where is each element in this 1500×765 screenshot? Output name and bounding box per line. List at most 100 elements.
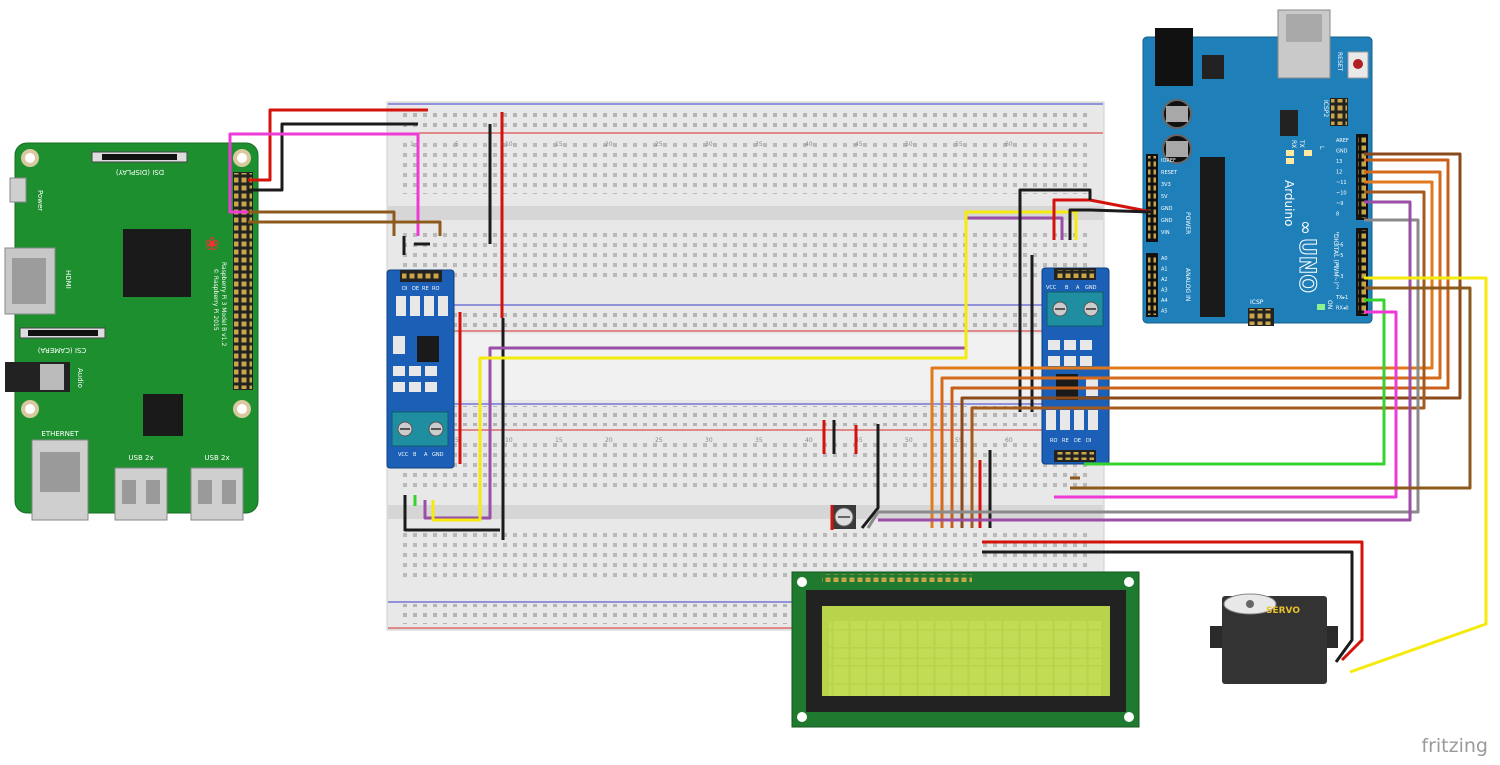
digital-pin-label: ~11 [1336,180,1347,186]
rs485-left-pin-a: A [424,452,428,458]
breadboard-column-number: 15 [555,141,563,148]
breadboard-terminal-top-b [403,228,1093,280]
analog-pin-label: A4 [1161,298,1168,304]
wire-pi-gpio [248,210,396,236]
hdmi-label: HDMI [64,270,72,289]
rs485-left-pin-di: DI [402,286,407,292]
servo-label: SERVO [1266,606,1300,616]
analog-title: ANALOG IN [1184,268,1191,301]
rs485-left-chip [417,336,439,362]
wire-pi-txd [228,132,420,236]
breadboard-lower-rail [388,403,1103,431]
breadboard-column-number: 35 [755,437,763,444]
breadboard-column-number: 35 [755,141,763,148]
arduino-model: UNO [1294,238,1319,293]
rs485-right-pin-di: DI [1086,438,1091,444]
power-pin-label: RESET [1161,170,1178,176]
lcd-16x2-module [791,571,1140,728]
breadboard-terminal-top-a [403,142,1093,194]
audio-label: Audio [76,368,84,388]
model-label: Raspberry Pi 3 Model B v1.2 [220,262,227,346]
wire-pi-rxd [248,220,442,236]
breadboard-column-number: 1 [410,141,414,148]
breadboard-column-number: 20 [605,141,613,148]
analog-pin-label: A2 [1161,277,1168,283]
analog-pin-label: A0 [1161,256,1168,262]
icsp2-label: ICSP2 [1322,100,1329,117]
breadboard-column-number: 25 [655,141,663,148]
digital-pin-label: ~10 [1336,191,1347,197]
digital-pin-label: RX◂0 [1336,306,1349,312]
camera-label: CSI (CAMERA) [37,346,86,354]
power-pin-label: GND [1161,206,1173,212]
digital-pin-label: ~6 [1336,243,1343,249]
rs485-right-pin-gnd: GND [1085,285,1097,291]
arduino-brand: Arduino [1282,180,1296,226]
servo-motor: SERVO [1210,593,1338,684]
analog-pin-label: A5 [1161,309,1168,315]
rs485-left-pin-re: RE [422,286,429,292]
breadboard-column-number: 5 [455,437,459,444]
power-pin-label: IOREF [1161,158,1176,164]
usb-2-label: USB 2x [204,454,229,462]
display-label: DSI (DISPLAY) [116,168,165,176]
digital-pin-label: TX▸1 [1335,295,1348,301]
breadboard-column-number: 25 [655,437,663,444]
breadboard-column-number: 15 [555,437,563,444]
rs485-right-pin-ro: RO [1050,438,1057,444]
lcd-pin-header [822,574,972,582]
rs485-left-pin-vcc: VCC [398,452,409,458]
rx-label: RX [1290,140,1297,148]
breadboard-column-number: 40 [805,437,813,444]
rs485-right-pin-b: B [1065,285,1069,291]
raspberry-logo-icon: ❀ [204,234,219,255]
rs485-module-left: DI DE RE RO VCC B A GND [386,269,455,469]
breadboard-column-number: 30 [705,141,713,148]
digital-pin-label: 2 [1336,285,1339,291]
on-label: ON [1326,300,1333,309]
rs485-left-pin-ro: RO [432,286,439,292]
rs485-right-pin-a: A [1076,285,1080,291]
soc-chip [123,229,191,297]
breadboard-column-number: 5 [455,141,459,148]
breadboard-column-number: 55 [955,437,963,444]
breadboard-column-number: 40 [805,141,813,148]
breadboard-column-number: 45 [855,437,863,444]
digital-pin-label: 12 [1336,170,1342,176]
analog-pin-label: A1 [1161,267,1168,273]
rs485-module-right: VCC B A GND RO RE DE DI [1041,267,1110,465]
reset-label: RESET [1336,52,1343,72]
icsp-label: ICSP [1250,299,1264,306]
raspberry-pi-board: DSI (DISPLAY) Power ❀ Raspberry Pi 3 Mod… [4,142,259,521]
ethernet-label: ETHERNET [41,430,79,438]
breadboard-center-channel-bottom [388,505,1103,519]
digital-pin-label: 13 [1336,159,1342,165]
power-pin-label: 3V3 [1161,182,1171,188]
digital-pin-label: ~9 [1336,201,1343,207]
atmega-chip [1200,157,1225,317]
wires [228,108,1488,674]
digital-pin-label: 8 [1336,212,1339,218]
rs485-right-pin-vcc: VCC [1046,285,1057,291]
fritzing-watermark: fritzing [1421,735,1488,757]
digital-pin-label: AREF [1336,138,1349,144]
power-title: POWER [1184,212,1191,234]
copyright-label: © Raspberry Pi 2015 [212,268,219,331]
power-pin-label: VIN [1161,230,1170,236]
rs485-right-pin-de: DE [1074,438,1081,444]
power-pin-label: GND [1161,218,1173,224]
usb-1-label: USB 2x [128,454,153,462]
rs485-left-pin-b: B [413,452,417,458]
breadboard-column-number: 55 [955,141,963,148]
tx-label: TX [1298,139,1305,148]
breadboard-top-rail [388,103,1103,134]
digital-pin-label: 4 [1336,264,1339,270]
digital-title: DIGITAL (PWM~) [1332,234,1339,284]
l-label: L [1318,146,1325,150]
rs485-right-pin-re: RE [1062,438,1069,444]
rs485-left-pin-de: DE [412,286,419,292]
potentiometer[interactable] [832,505,856,529]
digital-pin-label: ~5 [1336,253,1343,259]
power-pin-label: 5V [1161,194,1168,200]
